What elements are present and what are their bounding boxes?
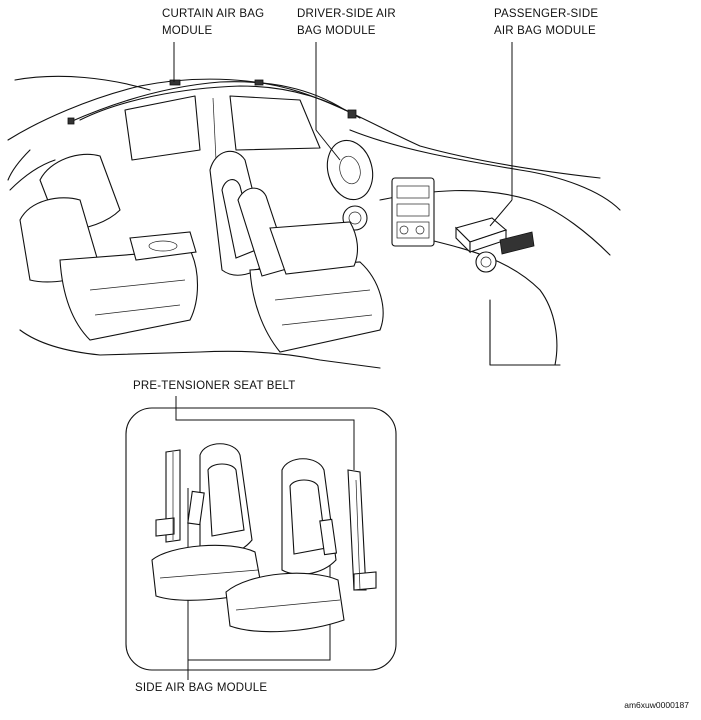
upper-leader-lines bbox=[173, 42, 513, 227]
driver-side-air-bag-label: DRIVER-SIDE AIR BAG MODULE bbox=[297, 8, 396, 37]
car-interior-drawing bbox=[7, 75, 621, 369]
side-air-bag-label: SIDE AIR BAG MODULE bbox=[135, 682, 268, 694]
seats-inset-drawing bbox=[125, 396, 397, 680]
curtain-air-bag-label: CURTAIN AIR BAG MODULE bbox=[162, 8, 265, 37]
figure-code: am6xuw0000187 bbox=[624, 700, 689, 710]
passenger-side-air-bag-label: PASSENGER-SIDE AIR BAG MODULE bbox=[494, 8, 599, 37]
pre-tensioner-seat-belt-label: PRE-TENSIONER SEAT BELT bbox=[133, 380, 296, 392]
